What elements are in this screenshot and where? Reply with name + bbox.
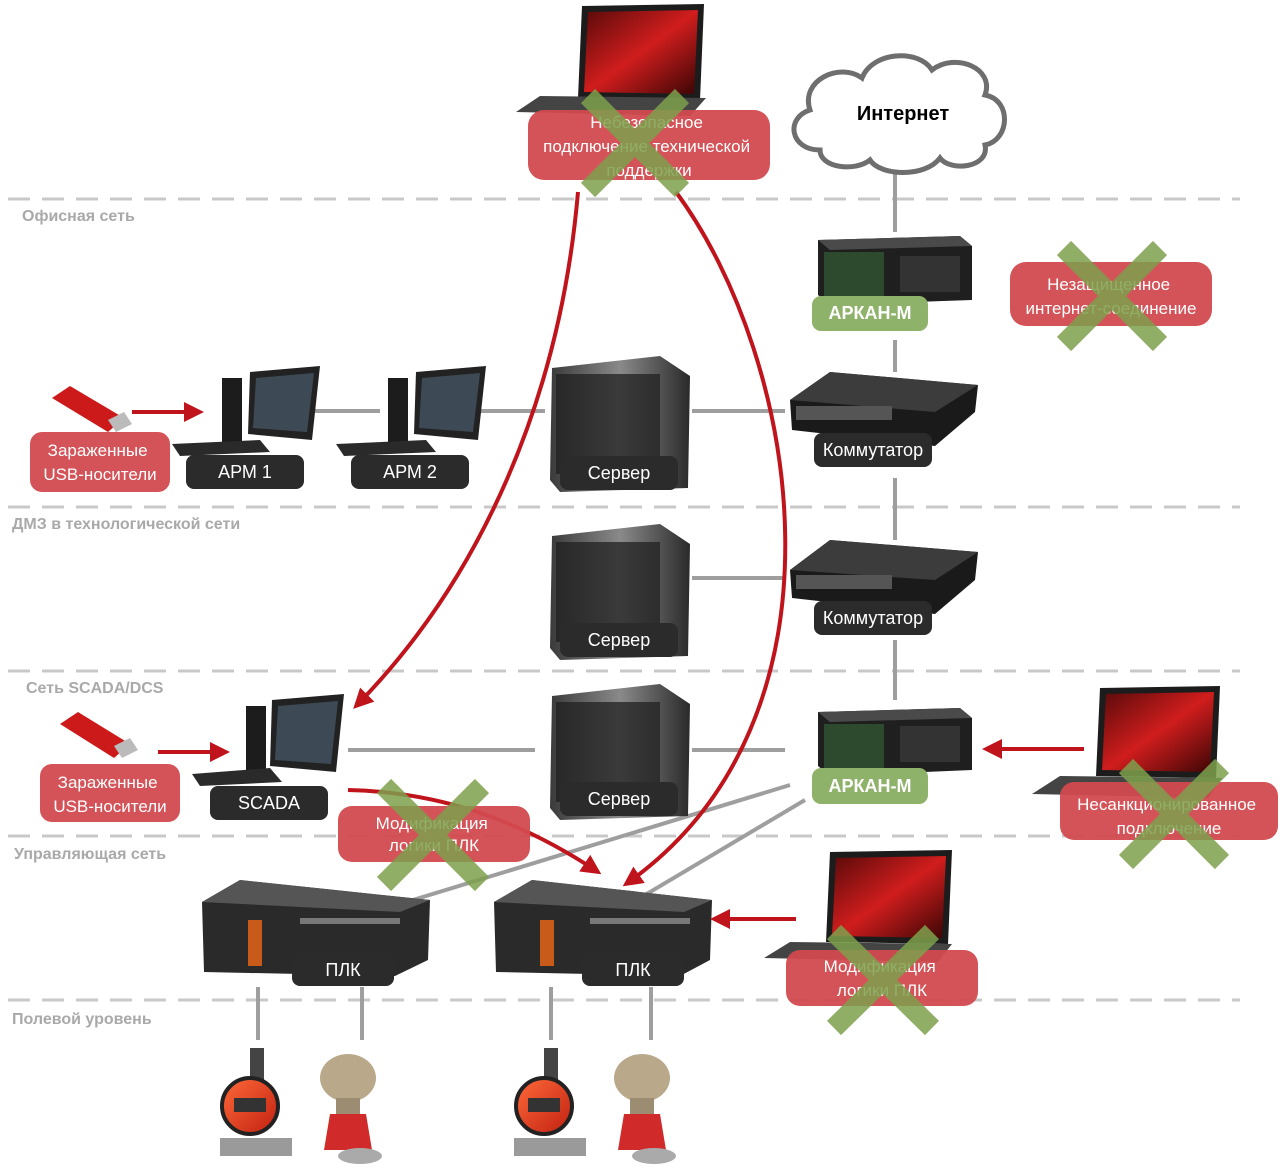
zone-label-scada: Сеть SCADA/DCS (26, 680, 164, 697)
server-3-label: Сервер (588, 789, 650, 809)
internet-cloud: Интернет (791, 53, 1007, 175)
zone-label-control: Управляющая сеть (14, 846, 166, 863)
server-1-label: Сервер (588, 463, 650, 483)
svg-text:Зараженные USB-носители: Зараженные USB-носители (53, 773, 166, 816)
mitigation-crosses (376, 88, 1230, 1036)
workstation-scada (192, 694, 344, 786)
cross-icon-plc-mod-1 (376, 778, 490, 892)
plc-attack-laptop (764, 850, 952, 962)
threat-usb-2: Зараженные USB-носители (40, 764, 180, 822)
usb-stick-icon-2 (60, 712, 138, 758)
internet-label: Интернет (857, 103, 950, 125)
workstation-arm-2 (336, 366, 486, 456)
usb-stick-icon-1 (52, 386, 132, 432)
plc-1-label: ПЛК (325, 960, 361, 980)
arrow-support-to-plc2 (622, 190, 788, 887)
switch-2-label: Коммутатор (823, 608, 923, 628)
workstation-arm-1 (172, 366, 320, 456)
arkan-bottom-label-bg (812, 768, 928, 804)
server-2-label: Сервер (588, 630, 650, 650)
plc-2-label: ПЛК (615, 960, 651, 980)
flow-meter-icon-2 (514, 1048, 586, 1156)
scada-label: SCADA (238, 793, 300, 813)
svg-text:Зараженные USB-носители: Зараженные USB-носители (43, 441, 156, 484)
cross-icon-support (580, 88, 690, 198)
switch-1-label-bg (814, 433, 932, 467)
scada-label-bg (210, 786, 328, 820)
valve-actuator-icon-2 (614, 1054, 676, 1164)
arkan-device-bottom (818, 708, 972, 776)
threat-usb2-line1: Зараженные (58, 773, 158, 792)
switch-device-2 (790, 540, 978, 614)
arm-2-label-bg (351, 455, 469, 489)
arkan-top-label: АРКАН-М (829, 303, 912, 323)
zone-label-field: Полевой уровень (12, 1011, 152, 1028)
flow-meter-icon-1 (220, 1048, 292, 1156)
server-3-label-bg (560, 782, 678, 816)
arm-1-label: АРМ 1 (218, 462, 272, 482)
arm-1-label-bg (186, 455, 304, 489)
threat-usb2-line2: USB-носители (53, 797, 166, 816)
zone-label-office: Офисная сеть (22, 208, 135, 225)
arrow-support-to-scada (353, 191, 580, 709)
plc-device-2 (494, 880, 712, 976)
laptop-screen (584, 10, 698, 94)
server-2-label-bg (560, 623, 678, 657)
arm-2-label: АРМ 2 (383, 462, 437, 482)
plc-1-label-bg (292, 953, 394, 986)
arkan-device-top (818, 236, 972, 305)
cloud-icon (791, 53, 1007, 175)
network-links (256, 168, 897, 1040)
support-laptop (516, 4, 706, 116)
server-1-label-bg (560, 456, 678, 490)
cross-icon-plc-mod-2 (827, 924, 939, 1036)
switch-1-label: Коммутатор (823, 440, 923, 460)
cross-icon-unauthorized (1118, 758, 1230, 870)
arkan-top-label-bg (812, 296, 928, 331)
switch-device-1 (790, 372, 978, 446)
zone-separators (8, 197, 1240, 1002)
switch-2-label-bg (814, 601, 932, 635)
arkan-bottom-label: АРКАН-М (829, 776, 912, 796)
threat-usb-1: Зараженные USB-носители (30, 432, 170, 492)
plc-device-1 (202, 880, 430, 976)
valve-actuator-icon-1 (320, 1054, 382, 1164)
link-arkan-plc2 (643, 798, 807, 897)
cross-icon-internet (1056, 240, 1168, 352)
plc-2-label-bg (582, 953, 684, 986)
link-arkan-plc1 (389, 783, 791, 909)
threat-usb1-line1: Зараженные (48, 441, 148, 460)
threat-usb1-line2: USB-носители (43, 465, 156, 484)
zone-label-dmz: ДМЗ в технологической сети (12, 516, 240, 533)
